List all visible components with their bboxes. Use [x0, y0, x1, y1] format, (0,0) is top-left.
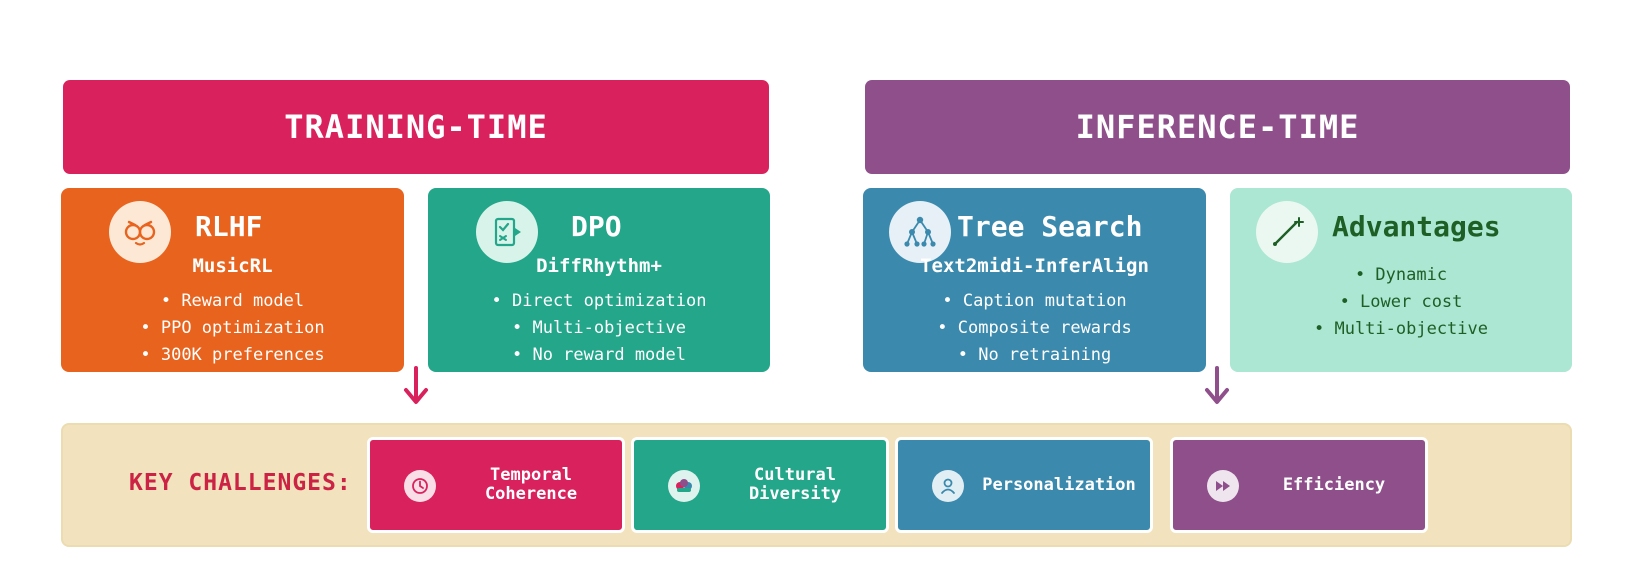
list-item: • Direct optimization: [491, 291, 707, 311]
list-item: • Multi-objective: [1314, 319, 1488, 339]
dpo-bullet-list: • Direct optimization • Multi-objective …: [428, 288, 770, 369]
globe-people-icon: [668, 470, 700, 502]
list-item: • 300K preferences: [140, 345, 325, 365]
challenge-cultural-diversity: Cultural Diversity: [631, 437, 889, 533]
rlhf-subtitle: MusicRL: [192, 255, 273, 277]
advantages-title: Advantages: [1332, 210, 1501, 243]
list-item: • Reward model: [160, 291, 305, 311]
tree-network-icon: [889, 201, 951, 263]
list-item: • Composite rewards: [937, 318, 1132, 338]
tree-search-card: Tree Search Text2midi-InferAlign • Capti…: [863, 188, 1206, 372]
tree-search-title: Tree Search: [957, 210, 1143, 243]
rlhf-title: RLHF: [195, 210, 263, 243]
training-time-title: TRAINING-TIME: [284, 108, 548, 146]
key-challenges-label: KEY CHALLENGES:: [129, 470, 352, 496]
dpo-subtitle: DiffRhythm+: [536, 255, 662, 277]
challenge-temporal-coherence: Temporal Coherence: [367, 437, 625, 533]
advantages-bullet-list: • Dynamic • Lower cost • Multi-objective: [1230, 262, 1572, 343]
dpo-card: DPO DiffRhythm+ • Direct optimization • …: [428, 188, 770, 372]
challenge-personalization: Personalization: [895, 437, 1153, 533]
sparkle-line-icon: [1256, 201, 1318, 263]
list-item: • No reward model: [512, 345, 686, 365]
list-item: • PPO optimization: [140, 318, 325, 338]
inference-time-title: INFERENCE-TIME: [1075, 108, 1360, 146]
list-item: • Multi-objective: [512, 318, 686, 338]
challenge-label: Temporal Coherence: [484, 465, 578, 504]
list-item: • Caption mutation: [942, 291, 1127, 311]
fast-forward-icon: [1207, 470, 1239, 502]
clock-icon: [404, 470, 436, 502]
key-challenges-panel: KEY CHALLENGES: Temporal Coherence Cultu…: [61, 423, 1572, 547]
dpo-title: DPO: [571, 210, 622, 243]
challenge-label: Cultural Diversity: [748, 465, 842, 504]
training-down-arrow-icon: [404, 366, 428, 404]
list-item: • Dynamic: [1354, 265, 1448, 285]
challenge-label: Personalization: [982, 474, 1136, 495]
tree-search-bullet-list: • Caption mutation • Composite rewards •…: [863, 288, 1206, 369]
inference-time-header: INFERENCE-TIME: [865, 80, 1570, 174]
challenge-label: Efficiency: [1282, 474, 1386, 495]
list-item: • No retraining: [957, 345, 1112, 365]
tree-search-subtitle: Text2midi-InferAlign: [920, 255, 1149, 277]
checklist-icon: [476, 201, 538, 263]
advantages-card: Advantages • Dynamic • Lower cost • Mult…: [1230, 188, 1572, 372]
list-item: • Lower cost: [1339, 292, 1463, 312]
user-icon: [932, 470, 964, 502]
rlhf-card: RLHF MusicRL • Reward model • PPO optimi…: [61, 188, 404, 372]
challenge-efficiency: Efficiency: [1170, 437, 1428, 533]
inference-down-arrow-icon: [1205, 366, 1229, 404]
rlhf-bullet-list: • Reward model • PPO optimization • 300K…: [61, 288, 404, 369]
training-time-header: TRAINING-TIME: [63, 80, 769, 174]
reward-faces-icon: [109, 201, 171, 263]
